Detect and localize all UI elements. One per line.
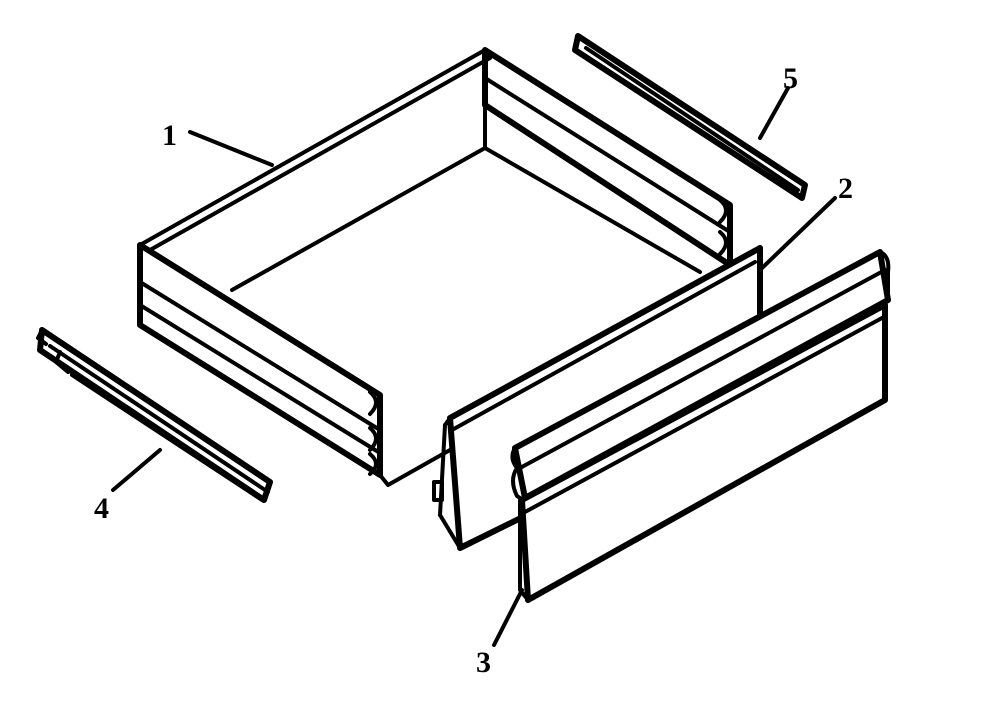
drawer-body — [137, 47, 733, 487]
leader-4 — [111, 448, 162, 492]
callout-4: 4 — [94, 492, 109, 525]
callout-2: 2 — [838, 172, 853, 205]
drawer-front-panel — [510, 249, 891, 603]
leader-3 — [492, 588, 524, 647]
callout-1: 1 — [162, 119, 177, 152]
callout-3: 3 — [476, 646, 491, 679]
leader-2 — [760, 196, 837, 270]
leader-1 — [188, 130, 274, 167]
top-rail — [572, 33, 808, 201]
leader-lines — [111, 86, 837, 647]
leader-5 — [758, 86, 790, 140]
callout-5: 5 — [783, 62, 798, 95]
side-slide-rail — [36, 327, 273, 503]
callout-labels: 1 2 3 4 5 — [94, 62, 853, 679]
